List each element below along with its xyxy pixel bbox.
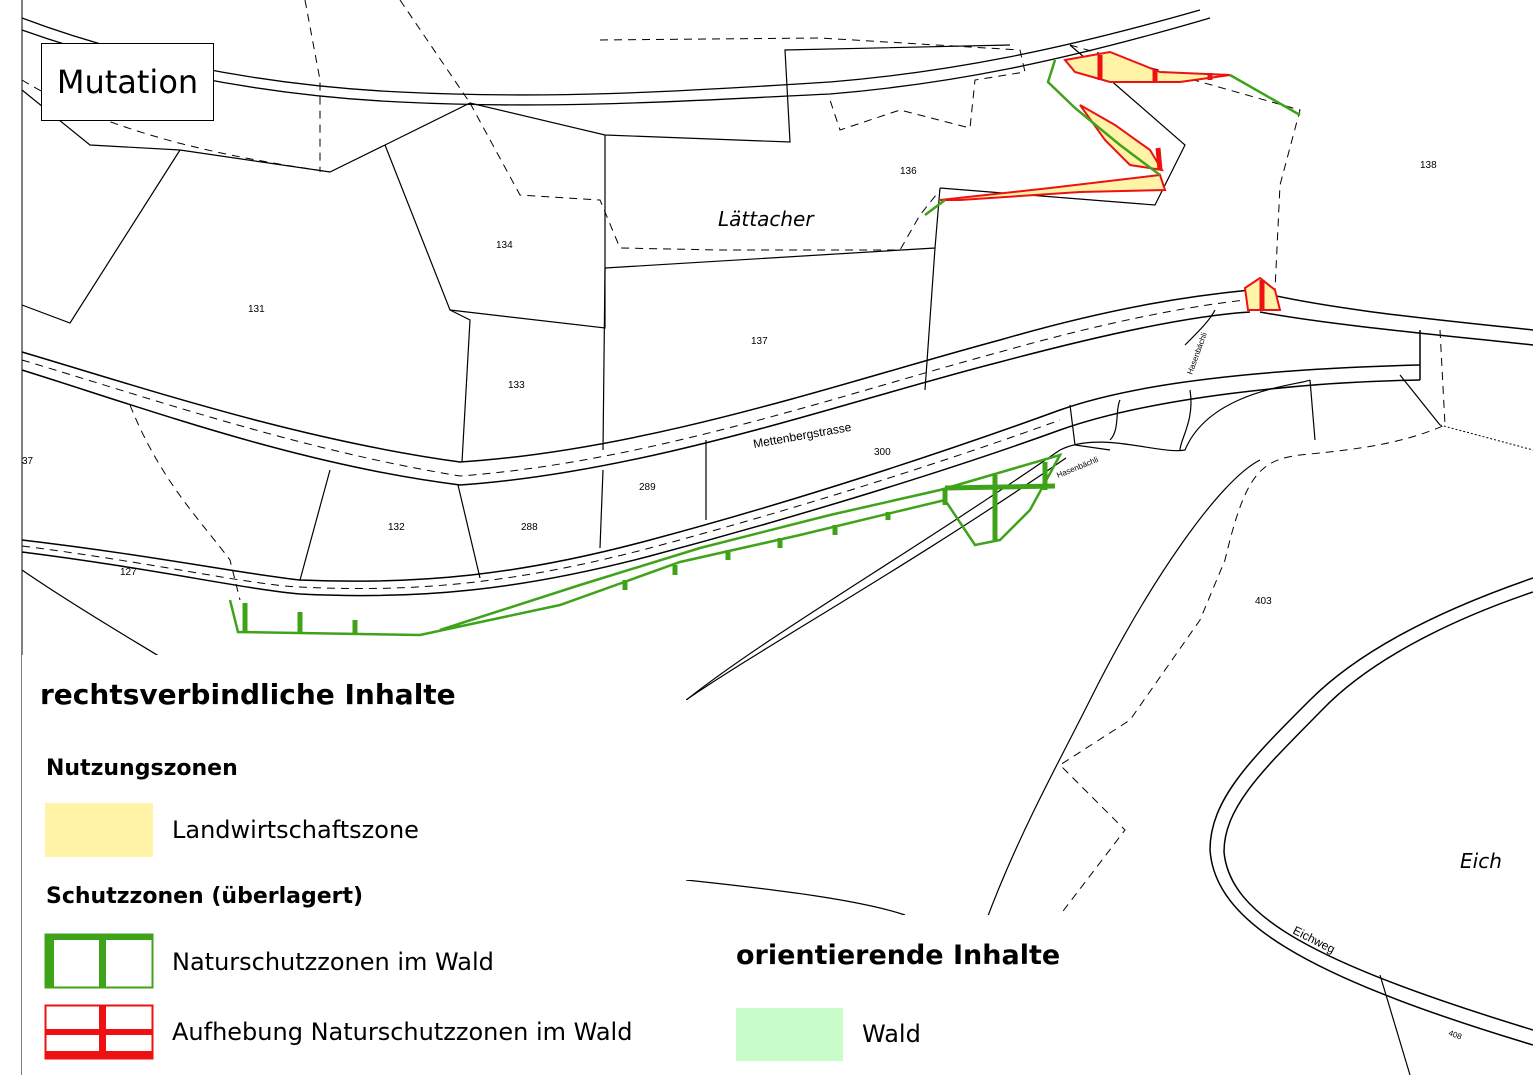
parcel-137: 137 [751, 336, 768, 347]
place-eich: Eich [1460, 849, 1502, 873]
aufhebung-hatch [1097, 55, 1265, 310]
swatch-naturschutz [44, 933, 154, 989]
mutation-label: Mutation [41, 43, 214, 121]
parcel-403: 403 [1255, 596, 1272, 607]
legend-landwirtschaft-label: Landwirtschaftszone [172, 816, 419, 844]
legend-schutz-title: Schutzzonen (überlagert) [46, 884, 364, 909]
parcel-131: 131 [248, 304, 265, 315]
parcel-132: 132 [388, 522, 405, 533]
legend-binding-title: rechtsverbindliche Inhalte [40, 678, 456, 711]
legend-aufhebung-label: Aufhebung Naturschutzzonen im Wald [172, 1018, 633, 1046]
legend-naturschutz-label: Naturschutzzonen im Wald [172, 948, 494, 976]
parcel-300: 300 [874, 447, 891, 458]
parcel-37: 37 [22, 456, 34, 467]
naturschutz-area [228, 59, 1301, 637]
parcel-134: 134 [496, 240, 513, 251]
parcel-136: 136 [900, 166, 917, 177]
lower-road [21, 330, 1421, 597]
parcel-lines [21, 44, 1441, 1075]
eichweg-road [1209, 577, 1533, 1046]
legend-orient-title: orientierende Inhalte [736, 940, 1061, 971]
parcel-numbers: 131 132 133 134 136 137 138 288 289 300 … [22, 160, 1463, 1042]
parcel-408: 408 [1447, 1028, 1463, 1041]
legend-wald-label: Wald [862, 1020, 921, 1048]
parcel-127: 127 [120, 567, 137, 578]
swatch-aufhebung [44, 1004, 154, 1060]
parcel-133: 133 [508, 380, 525, 391]
aufhebung-area [939, 50, 1282, 311]
swatch-landwirtschaft [45, 803, 153, 857]
parcel-138: 138 [1420, 160, 1437, 171]
legend-nutzung-title: Nutzungszonen [46, 756, 238, 781]
naturschutz-hatch [242, 462, 1056, 634]
swatch-wald [736, 1008, 843, 1061]
place-lattacher: Lättacher [718, 207, 815, 231]
legend-panel-middle [686, 700, 926, 880]
main-road [21, 289, 1533, 486]
parcel-289: 289 [639, 482, 656, 493]
parcel-288: 288 [521, 522, 538, 533]
